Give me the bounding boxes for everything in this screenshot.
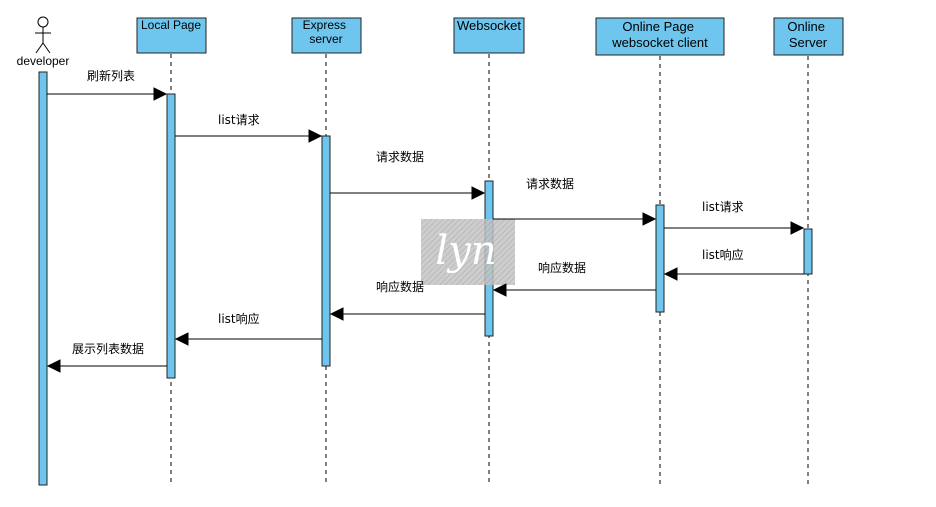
- message-label-5: list请求: [702, 200, 744, 214]
- arrowhead-4: [642, 212, 657, 226]
- participant-box: [595, 17, 725, 56]
- arrowhead-3: [471, 186, 486, 200]
- messages: [46, 87, 805, 373]
- actor-icon: [35, 16, 51, 54]
- message-label-7: 响应数据: [538, 260, 586, 275]
- participant-websocket: Websocket: [453, 17, 525, 54]
- participant-online-server: Online Server: [773, 17, 844, 56]
- arrowhead-6: [663, 267, 678, 281]
- participant-label-online-page: Online Page websocket client: [611, 19, 708, 50]
- watermark-text: lyn: [435, 228, 496, 274]
- message-label-1: 刷新列表: [87, 68, 135, 83]
- watermark-box: [421, 219, 515, 285]
- participant-box: [136, 17, 207, 54]
- message-label-2: list请求: [218, 113, 260, 127]
- participant-label-express: Express server: [303, 18, 350, 46]
- participant-box: [773, 17, 844, 56]
- arrowhead-10: [46, 359, 61, 373]
- arrowhead-5: [790, 221, 805, 235]
- arrowhead-9: [174, 332, 189, 346]
- arrowhead-1: [153, 87, 168, 101]
- participant-label-local-page: Local Page: [141, 18, 201, 32]
- participant-box: [453, 17, 525, 54]
- participant-label-websocket: Websocket: [457, 18, 521, 33]
- message-label-9: list响应: [218, 311, 260, 326]
- activation-developer: [38, 71, 48, 486]
- arrowhead-2: [308, 129, 323, 143]
- participant-label-developer: developer: [17, 54, 70, 68]
- message-label-10: 展示列表数据: [72, 341, 144, 356]
- participant-developer: developer: [17, 16, 70, 68]
- activation-local-page: [166, 93, 176, 379]
- arrowhead-7: [492, 283, 507, 297]
- arrowhead-8: [329, 307, 344, 321]
- watermark: lyn: [421, 219, 515, 285]
- participant-local-page: Local Page: [136, 17, 207, 54]
- message-label-3: 请求数据: [376, 149, 424, 164]
- participant-online-page: Online Page websocket client: [595, 17, 725, 56]
- message-labels: 刷新列表 list请求 请求数据 请求数据 list请求 list响应 响应数据…: [72, 68, 744, 356]
- activation-online-page: [655, 204, 665, 313]
- message-label-4: 请求数据: [526, 176, 574, 191]
- participant-label-online-server: Online Server: [787, 19, 828, 50]
- message-label-6: list响应: [702, 247, 744, 262]
- activation-express: [321, 135, 331, 367]
- participant-box: [291, 17, 362, 54]
- activation-online-server: [803, 228, 813, 275]
- participant-express: Express server: [291, 17, 362, 54]
- message-label-8: 响应数据: [376, 279, 424, 294]
